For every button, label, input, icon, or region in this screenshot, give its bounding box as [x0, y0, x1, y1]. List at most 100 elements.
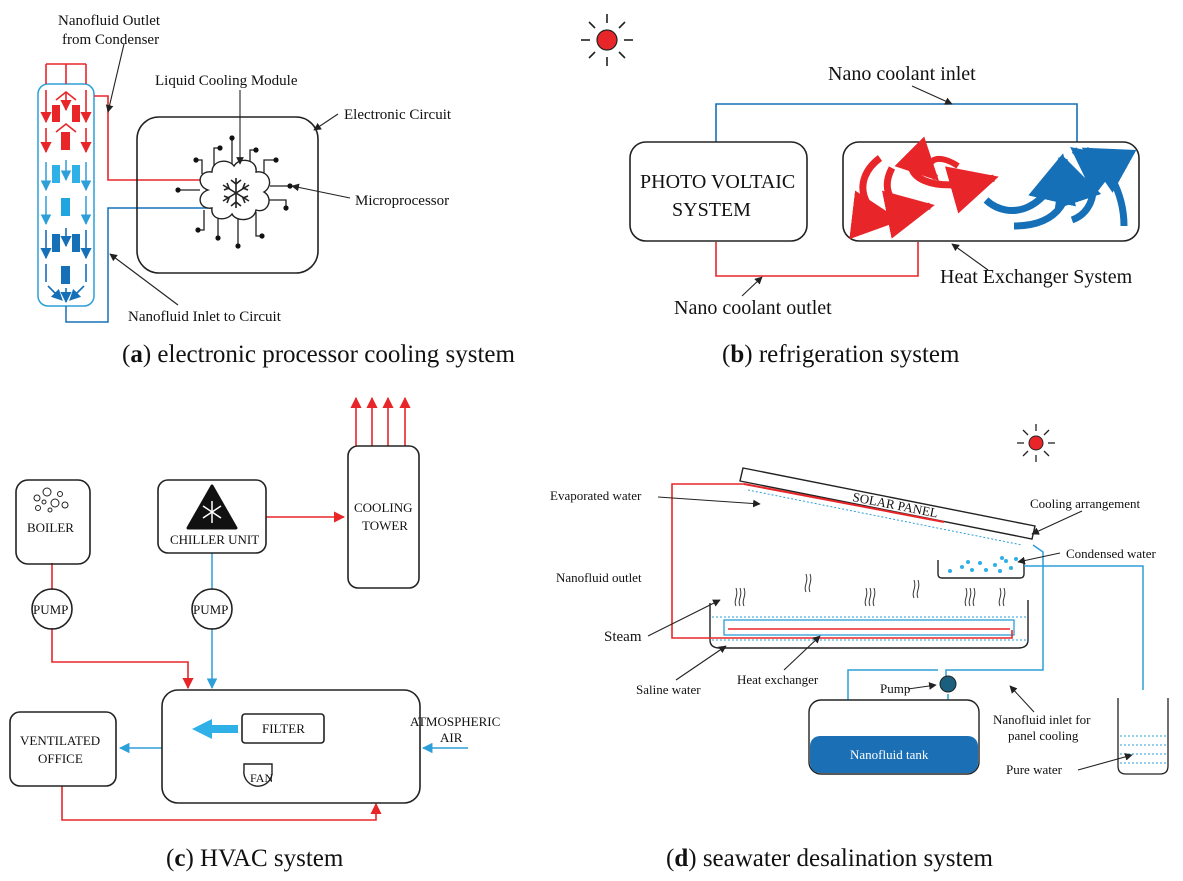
label-inlet-2: panel cooling — [1008, 728, 1079, 743]
label-nanofluid-outlet: Nanofluid outlet — [556, 570, 642, 585]
leader-d-cooling — [1031, 510, 1083, 535]
steam-wisps — [734, 573, 1006, 607]
label-electronic-circuit: Electronic Circuit — [344, 107, 452, 123]
liquid-cooling-module — [199, 159, 271, 221]
pure-water-lines — [1120, 735, 1166, 764]
pump-to-ahu-red — [51, 628, 194, 690]
leader-d-pure — [1077, 753, 1133, 771]
label-microprocessor: Microprocessor — [355, 193, 449, 209]
caption-b-text: refrigeration system — [753, 341, 960, 368]
boiler-bubbles-icon — [33, 487, 69, 513]
label-tower-1: COOLING — [354, 500, 413, 515]
label-pump-2: PUMP — [193, 602, 228, 617]
caption-d-text: seawater desalination system — [697, 845, 994, 872]
label-boiler: BOILER — [27, 520, 74, 535]
label-cooling-arrangement: Cooling arrangement — [1030, 496, 1140, 511]
air-handling-box — [161, 689, 421, 804]
label-inlet: Nanofluid Inlet to Circuit — [128, 309, 282, 325]
leader-outlet — [105, 43, 125, 113]
leader-d-condensed — [1017, 552, 1061, 565]
label-air-1: ATMOSPHERIC — [410, 714, 500, 729]
label-pump: Pump — [880, 681, 910, 696]
label-pump-1: PUMP — [33, 602, 68, 617]
nanofluid-pump — [939, 675, 957, 693]
label-office-1: VENTILATED — [20, 733, 100, 748]
panel-c: BOILER CHILLER UNIT COOLING TOWER PUMP P… — [9, 396, 500, 872]
caption-a-text: electronic processor cooling system — [151, 341, 515, 368]
label-solar-panel: SOLAR PANEL — [851, 489, 939, 520]
inlet-pipe-b — [715, 103, 1078, 142]
leader-b-outlet — [741, 276, 763, 297]
caption-b-letter: b — [730, 341, 744, 368]
pv-system-box — [629, 141, 808, 242]
caption-c-letter: c — [174, 845, 185, 872]
ventilated-office-box — [9, 711, 117, 787]
pure-water-pipe — [1024, 565, 1144, 690]
leader-b-inlet — [911, 85, 953, 105]
condensed-water-drops — [948, 556, 1018, 573]
hx-flow-arrows — [849, 136, 1137, 240]
leader-d-hx — [783, 635, 821, 671]
chiller-pump — [191, 588, 233, 630]
label-tower-2: TOWER — [362, 518, 408, 533]
saline-basin — [709, 600, 1029, 649]
label-heat-exchanger: Heat exchanger — [737, 672, 819, 687]
panel-a: Nanofluid Outlet from Condenser Liquid C… — [37, 13, 515, 368]
leader-d-saline — [675, 645, 727, 681]
label-outlet-line2: from Condenser — [62, 32, 159, 48]
electronic-circuit-box — [136, 116, 319, 274]
cooling-tower-box — [347, 445, 420, 589]
label-evaporated: Evaporated water — [550, 488, 642, 503]
label-chiller: CHILLER UNIT — [170, 532, 259, 547]
caption-d-letter: d — [674, 845, 688, 872]
label-b-inlet: Nano coolant inlet — [828, 63, 976, 85]
label-b-hx: Heat Exchanger System — [940, 266, 1133, 288]
caption-a: (a) electronic processor cooling system — [122, 341, 515, 368]
caption-d: (d) seawater desalination system — [666, 845, 994, 872]
snowflake-icon — [222, 178, 250, 208]
label-cooling-module: Liquid Cooling Module — [155, 73, 298, 89]
leader-d-evaporated — [657, 496, 761, 508]
solar-panel — [739, 467, 1036, 540]
label-condensed: Condensed water — [1066, 546, 1157, 561]
tower-exhaust-arrows — [350, 396, 411, 446]
leader-inlet — [109, 253, 179, 306]
boiler-pump — [31, 588, 73, 630]
fan-icon — [243, 763, 273, 787]
panel-d: Evaporated water SOLAR PANEL Cooling arr… — [550, 424, 1169, 872]
heat-exchanger-box — [842, 141, 1140, 242]
label-inlet-1: Nanofluid inlet for — [993, 712, 1091, 727]
caption-c-text: HVAC system — [194, 845, 344, 872]
outlet-pipe-b — [715, 242, 919, 277]
chiller-box — [157, 479, 267, 554]
nanofluid-outlet-pipe — [671, 483, 1013, 639]
label-office-2: OFFICE — [38, 751, 83, 766]
label-pure-water: Pure water — [1006, 762, 1063, 777]
leader-circuit — [313, 113, 339, 131]
leader-micro — [291, 183, 351, 199]
label-pv-line1: PHOTO VOLTAIC — [640, 171, 795, 193]
label-outlet-line1: Nanofluid Outlet — [58, 13, 161, 29]
solar-panel-heat-strip — [743, 483, 945, 523]
leader-d-steam — [647, 599, 721, 637]
condensed-water-tray — [937, 560, 1025, 579]
sun-icon — [581, 14, 633, 66]
label-steam: Steam — [604, 629, 642, 645]
blue-pipe-a — [65, 207, 208, 323]
office-return — [61, 786, 382, 821]
heat-exchanger-plate — [723, 619, 1015, 636]
panel-b: Nano coolant inlet PHOTO VOLTAIC SYSTEM … — [581, 14, 1140, 368]
filter-airflow-arrow — [192, 719, 238, 739]
leader-d-pump — [907, 682, 937, 690]
caption-b: (b) refrigeration system — [722, 341, 960, 368]
leader-d-inlet — [1009, 685, 1035, 713]
red-pipe-a — [94, 95, 205, 181]
label-air-2: AIR — [440, 730, 463, 745]
boiler-box — [15, 479, 91, 565]
label-b-outlet: Nano coolant outlet — [674, 297, 832, 319]
caption-a-letter: a — [130, 341, 143, 368]
sun-icon-d — [1017, 424, 1055, 462]
label-tank: Nanofluid tank — [850, 747, 929, 762]
nanofluid-tank-fill — [810, 736, 978, 773]
leader-b-hx — [951, 243, 989, 271]
